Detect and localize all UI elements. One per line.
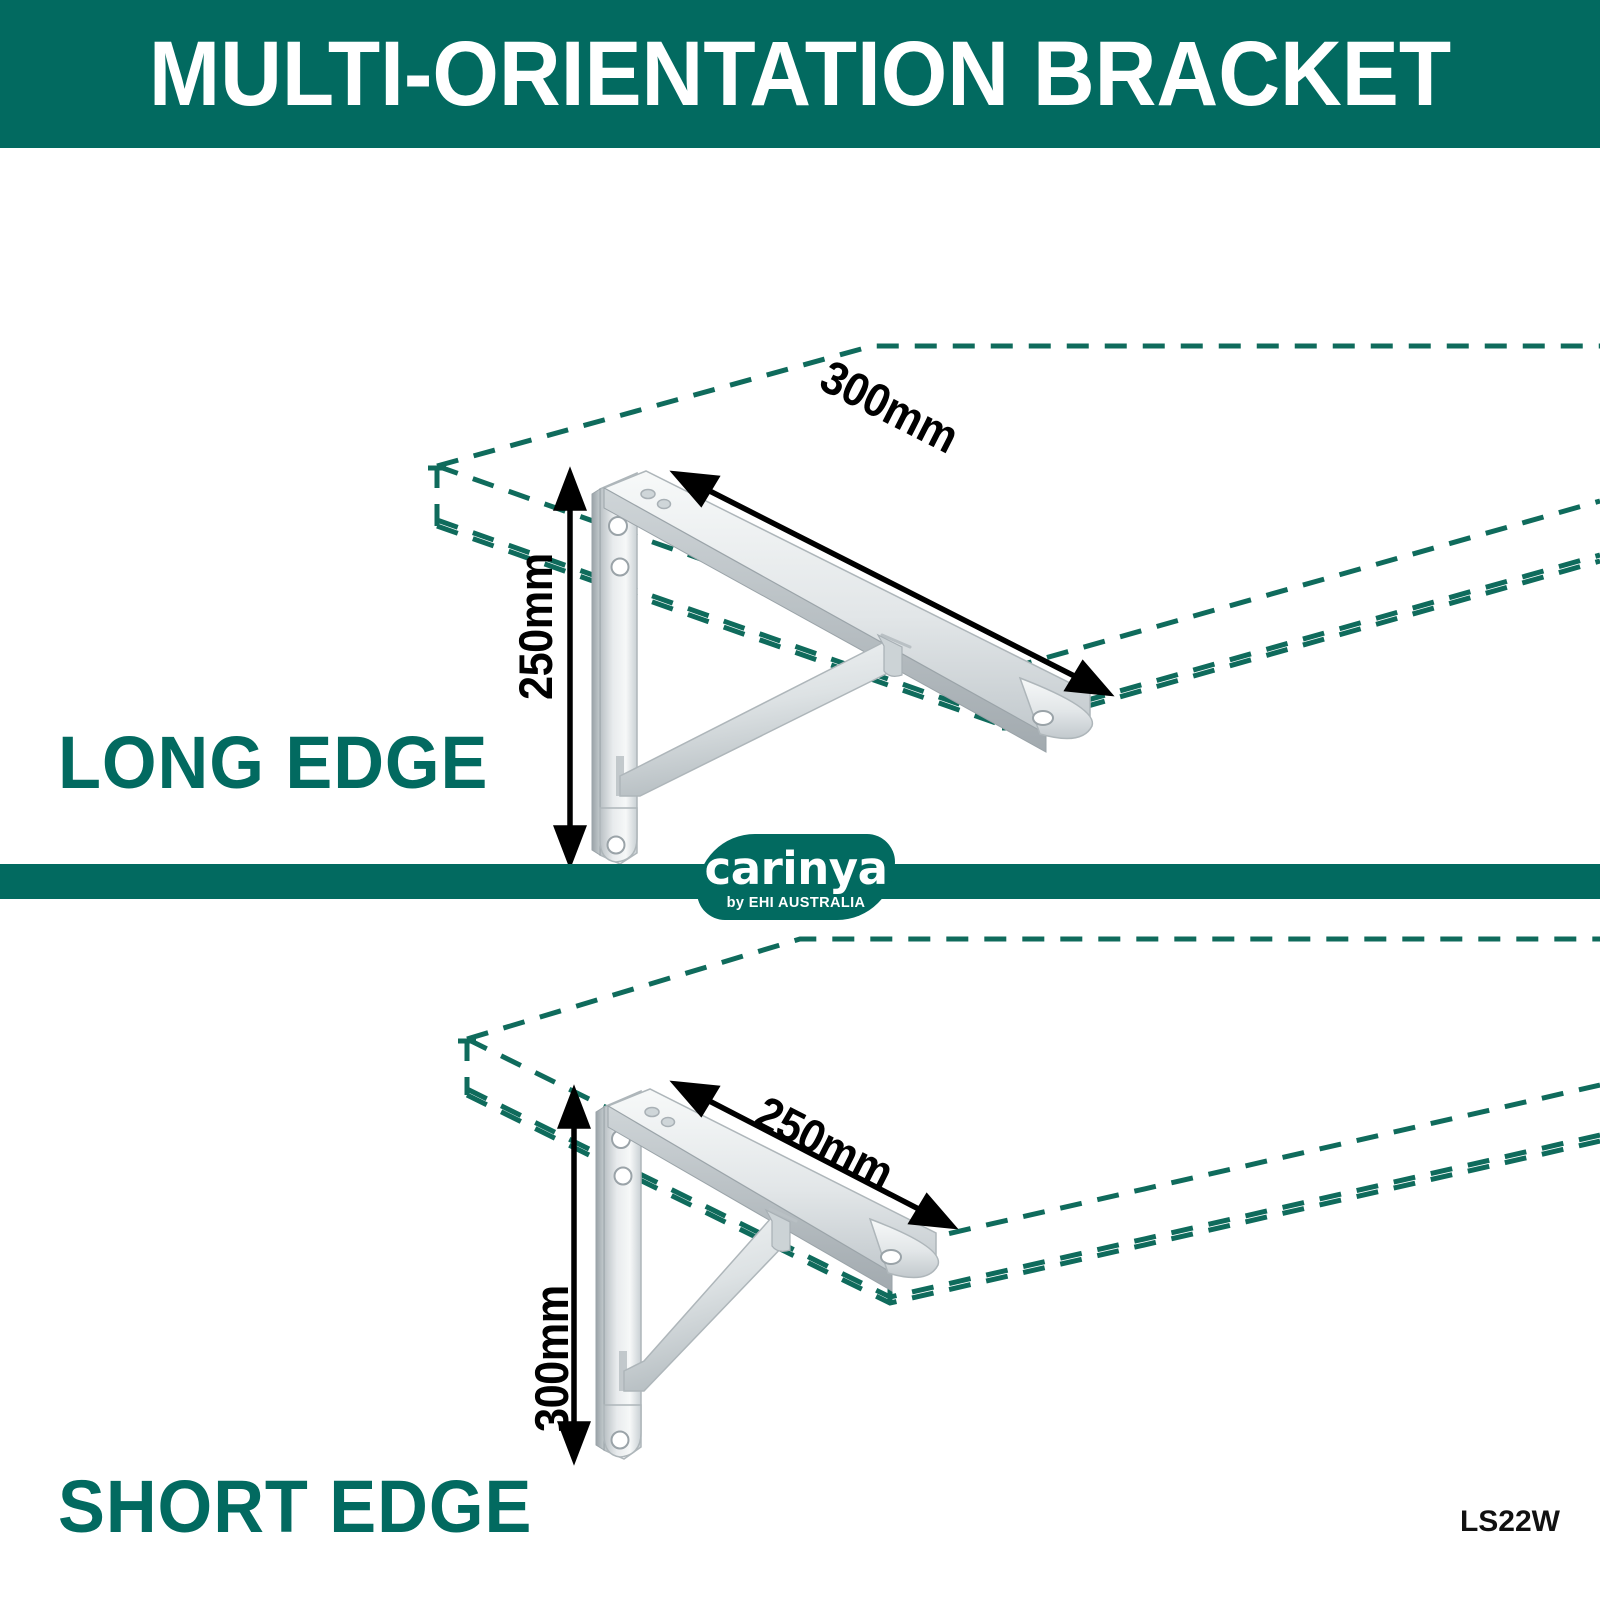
bracket-vertical-arm bbox=[595, 1089, 642, 1460]
bracket-horizontal-arm bbox=[602, 470, 1094, 753]
diagram-long-edge bbox=[0, 148, 1600, 864]
dimension-arrow-depth bbox=[669, 1080, 959, 1230]
product-code: LS22W bbox=[1459, 1505, 1560, 1538]
brand-tagline: by EHI AUSTRALIA bbox=[726, 894, 866, 911]
dimension-arrow-depth bbox=[669, 470, 1115, 697]
header-band bbox=[0, 0, 1600, 148]
brand-wordmark: carinya bbox=[704, 841, 888, 895]
diagram-short-edge bbox=[0, 899, 1600, 1499]
dimension-arrow-drop bbox=[553, 466, 587, 864]
bracket-horizontal-arm bbox=[606, 1088, 940, 1292]
section-label-short-edge: SHORT EDGE bbox=[58, 1465, 533, 1548]
page-title: MULTI-ORIENTATION BRACKET bbox=[148, 23, 1452, 125]
bracket-vertical-arm bbox=[591, 471, 638, 864]
bracket-diagonal-strut bbox=[623, 1208, 791, 1392]
dimension-arrow-drop bbox=[557, 1084, 591, 1466]
bracket-diagonal-strut bbox=[619, 633, 903, 797]
dimension-label-drop-long: 250mm bbox=[509, 553, 562, 700]
brand-logo: carinya by EHI AUSTRALIA bbox=[697, 834, 895, 920]
section-label-long-edge: LONG EDGE bbox=[58, 721, 489, 804]
dimension-label-drop-short: 300mm bbox=[525, 1285, 578, 1432]
